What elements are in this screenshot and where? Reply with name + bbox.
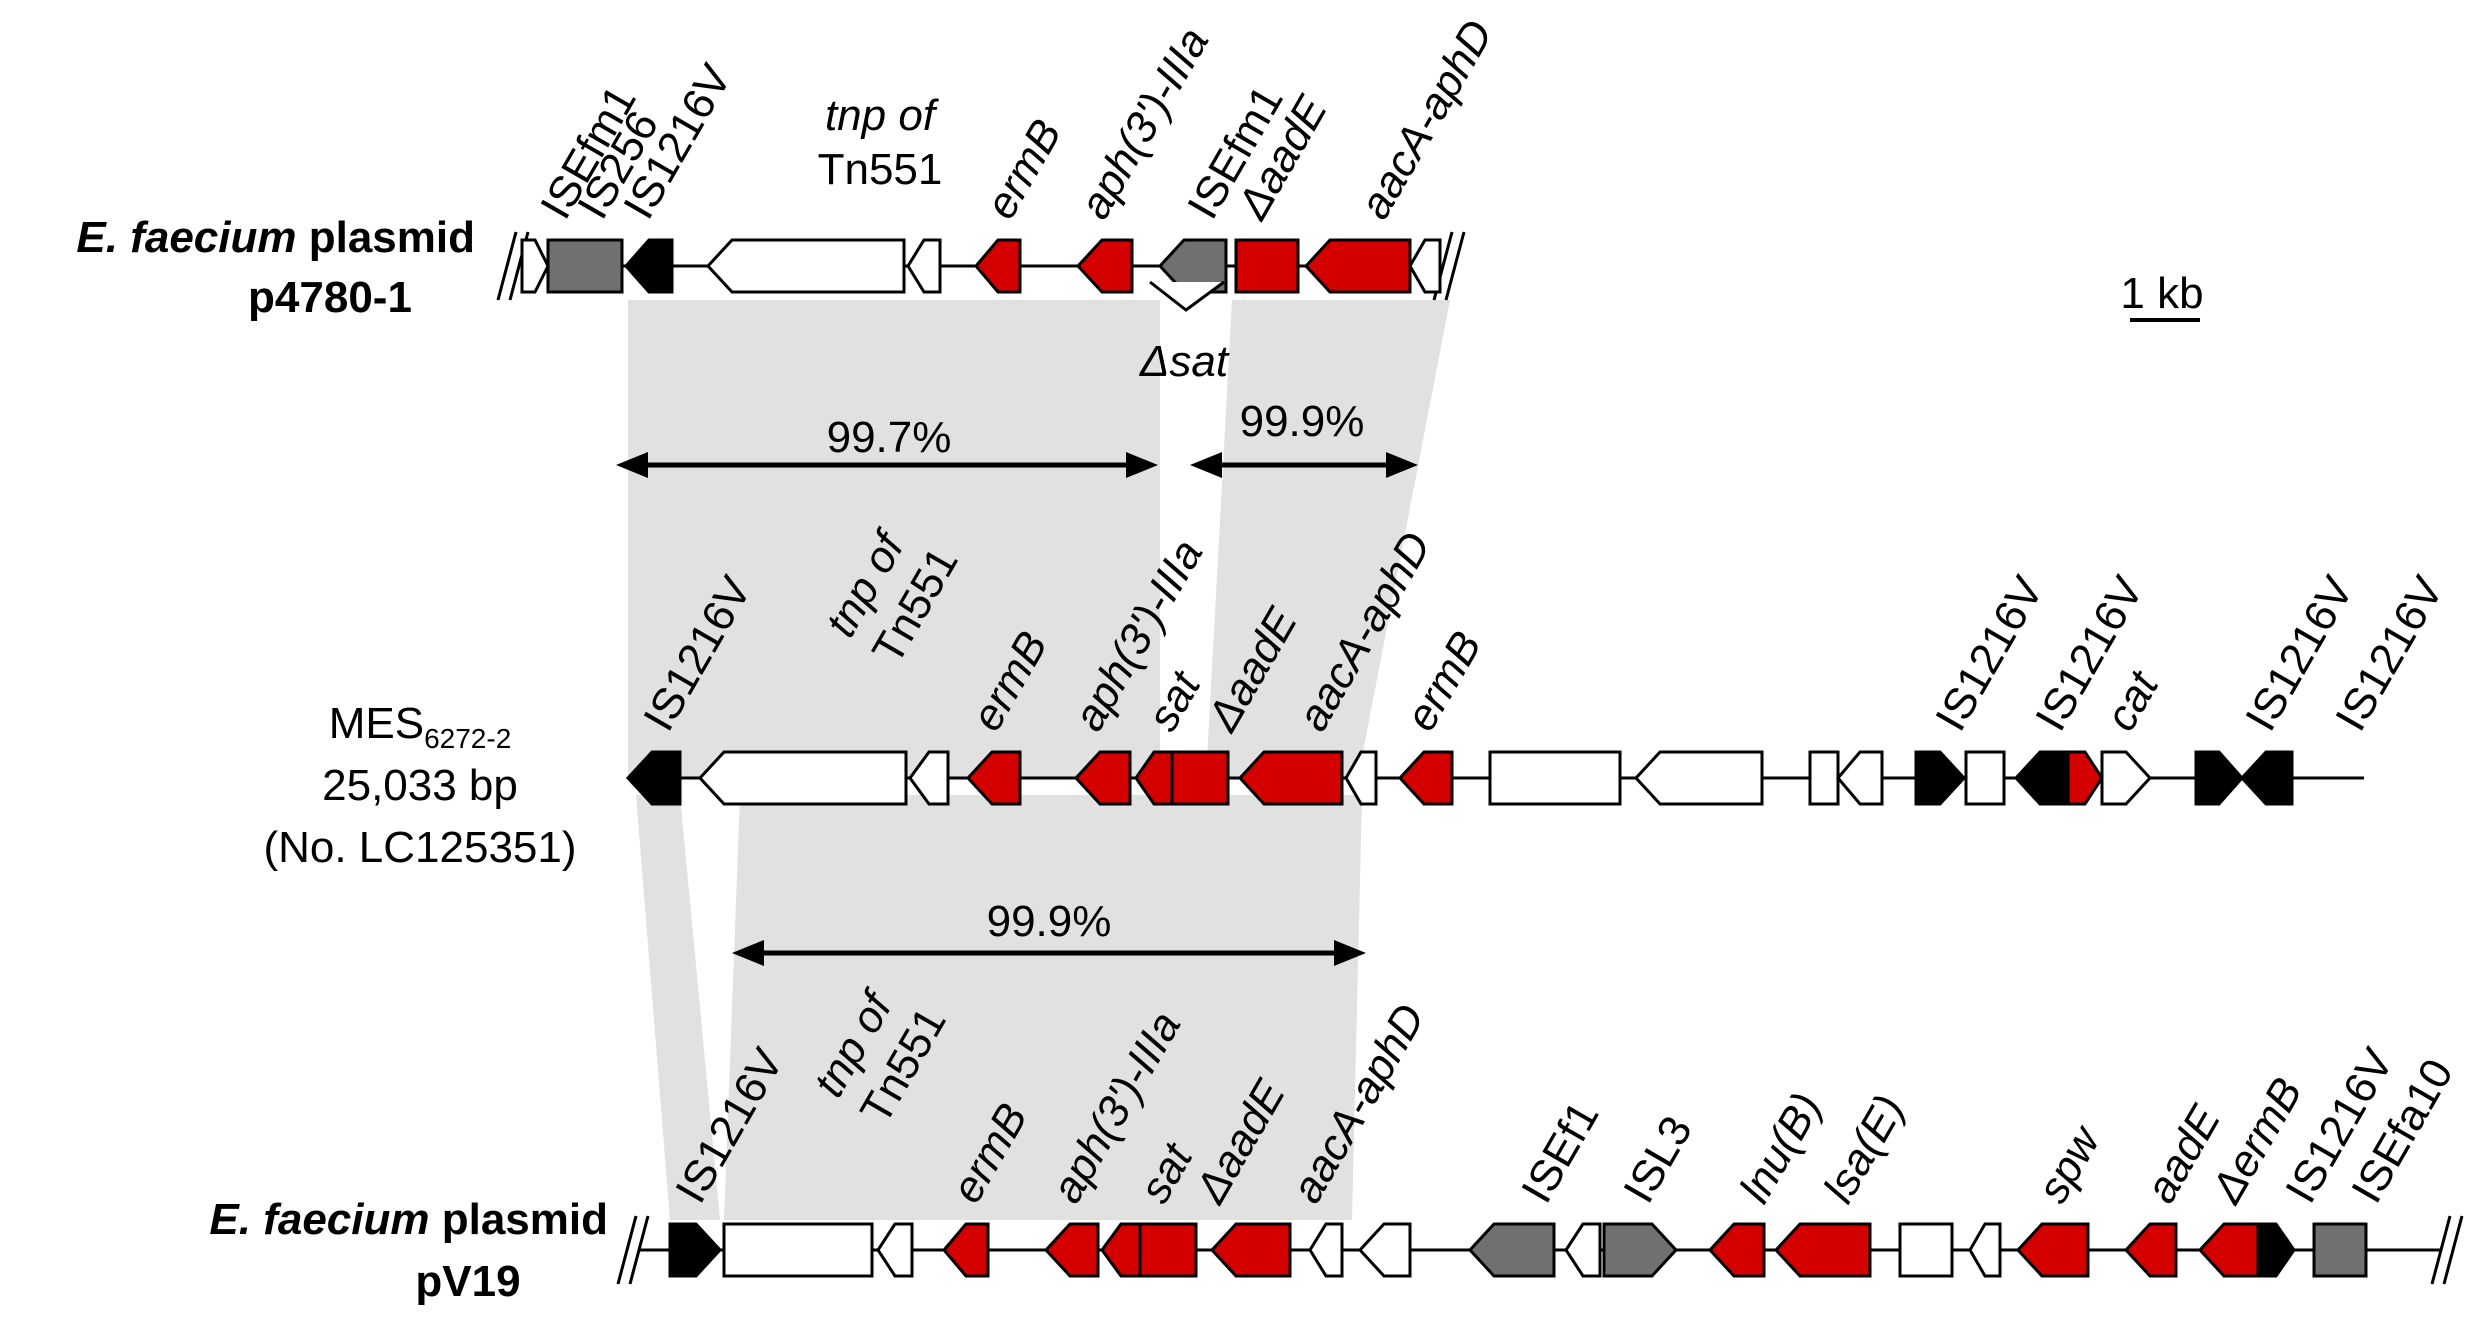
gene-unlabeled (1968, 1222, 2002, 1278)
gene-label-lnu-b: lnu(B) (1730, 1085, 1831, 1211)
gene-isefa10 (2312, 1222, 2368, 1278)
gene-aade (1170, 750, 1230, 806)
gene-unlabeled (1344, 750, 1378, 806)
gene-is1216v (2256, 1222, 2296, 1278)
gene-tnp-of-tn551 (705, 238, 906, 294)
gene-isefm1 (1157, 238, 1228, 294)
gene-isef1 (1467, 1222, 1556, 1278)
gene-aaca-aphd (1209, 1222, 1292, 1278)
gene-label-spw: spw (2028, 1116, 2111, 1211)
gene-is256 (546, 238, 624, 294)
gene-aade (2123, 1222, 2178, 1278)
scale-bar-label: 1 kb (2120, 269, 2203, 318)
gene-aade (1138, 1222, 1198, 1278)
gene-is1216v (623, 238, 674, 294)
gene-unlabeled (1488, 750, 1622, 806)
gene-is1216v (625, 750, 682, 806)
annotation-delta-sat: Δsat (1139, 337, 1230, 386)
gene-unlabeled (906, 238, 942, 294)
homology-region-top-left (628, 300, 1160, 778)
gene-tnp-of-tn551 (722, 1222, 874, 1278)
gene-label-ermb: ermB (1396, 623, 1491, 739)
gene-aph-3-iiia (1043, 1222, 1100, 1278)
homology-region-top-right (1206, 300, 1450, 778)
gene-ermb (2197, 1222, 2260, 1278)
gene-is1216v (2194, 750, 2245, 806)
gene-lnu-b (1707, 1222, 1766, 1278)
gene-unlabeled (1357, 1222, 1412, 1278)
gene-ermb (942, 1222, 990, 1278)
gene-aph-3-iiia (1075, 238, 1134, 294)
gene-unlabeled (2100, 750, 2153, 806)
track-subtitle: pV19 (415, 1257, 520, 1306)
gene-unlabeled (1808, 750, 1840, 806)
gene-label-aaca-aphd: aacA-aphD (1350, 12, 1503, 227)
gene-isl3 (1602, 1222, 1679, 1278)
gene-unlabeled (1898, 1222, 1954, 1278)
gene-spw (2015, 1222, 2090, 1278)
identity-arrow-3: 99.9% (732, 897, 1366, 966)
identity-label: 99.9% (987, 897, 1112, 946)
homology-region-bottom-right (724, 795, 1362, 1220)
gene-is1216v (1914, 750, 1967, 806)
gene-label-cat: cat (2096, 662, 2169, 739)
gene-aaca-aphd (1303, 238, 1412, 294)
track-subtitle: p4780-1 (248, 273, 412, 322)
gene-unlabeled (1633, 750, 1764, 806)
gene-label-isef1: ISEf1 (1512, 1093, 1608, 1211)
homology-shading (628, 300, 1450, 1220)
gene-unlabeled (1836, 750, 1884, 806)
gene-unlabeled (908, 750, 950, 806)
identity-label: 99.9% (1240, 397, 1365, 446)
gene-aph-3-iiia (1073, 750, 1132, 806)
gene-sat (1100, 1222, 1142, 1278)
track-name: MES6272-2 (329, 699, 512, 754)
gene-unlabeled (1564, 1222, 1602, 1278)
gene-ermb (1397, 750, 1454, 806)
gene-unlabeled (1964, 750, 2006, 806)
gene-cat (2066, 750, 2104, 806)
gene-lsa-e (1773, 1222, 1872, 1278)
identity-label: 99.7% (827, 413, 952, 462)
gene-is1216v (668, 1222, 723, 1278)
identity-arrow-1: 99.7% (616, 413, 1158, 478)
gene-label-ermb: ermB (976, 111, 1071, 227)
track-size: 25,033 bp (322, 761, 518, 810)
gene-unlabeled (876, 1222, 914, 1278)
gene-label-lsa-e: lsa(E) (1814, 1087, 1914, 1211)
gene-is1216v (2239, 750, 2294, 806)
gene-isefm1 (520, 238, 550, 294)
gene-aade (1234, 238, 1300, 294)
homology-region-bottom-left (636, 795, 720, 1220)
scale-bar: 1 kb (2120, 269, 2204, 322)
gene-tnp-of-tn551 (697, 750, 908, 806)
gene-ermb (965, 750, 1022, 806)
break-mark-right (2430, 1215, 2464, 1285)
deleted-sat-marker (1149, 280, 1225, 312)
track-title: E. faecium plasmid (209, 1195, 608, 1244)
gene-aaca-aphd (1237, 750, 1344, 806)
gene-label-isl3: ISL3 (1614, 1108, 1702, 1211)
gene-unlabeled (1408, 238, 1442, 294)
gene-ermb (974, 238, 1022, 294)
track-accession: (No. LC125351) (263, 823, 576, 872)
identity-arrow-2: 99.9% (1190, 397, 1418, 478)
gene-unlabeled (1308, 1222, 1344, 1278)
gene-is1216v (2013, 750, 2070, 806)
break-mark-left (616, 1215, 650, 1285)
track-title: E. faecium plasmid (76, 213, 475, 262)
